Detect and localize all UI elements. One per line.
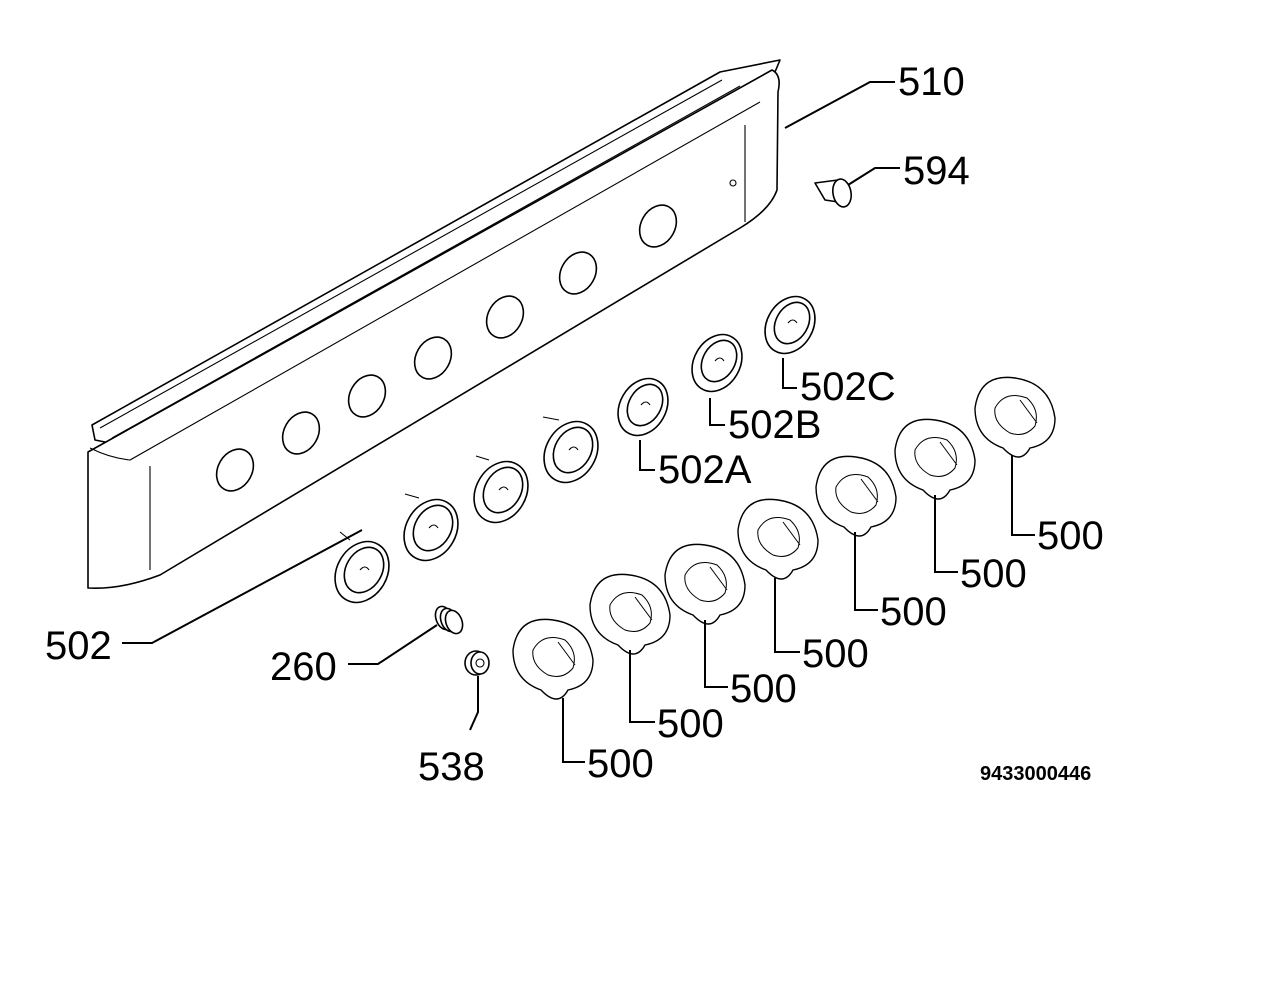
- label-knob-6: 500: [960, 552, 1027, 596]
- bezel-ring-502c: [764, 295, 816, 355]
- label-knob-3: 500: [730, 667, 797, 711]
- knob-4: [737, 498, 819, 580]
- label-502: 502: [45, 624, 112, 668]
- label-502a: 502A: [658, 448, 752, 492]
- bush-part: [464, 650, 490, 676]
- label-538: 538: [418, 745, 485, 789]
- bezel-ring-group-502: [334, 416, 599, 604]
- document-number: 9433000446: [980, 763, 1091, 785]
- knob-5: [815, 455, 897, 537]
- knob-group: [512, 376, 1056, 700]
- label-502c: 502C: [800, 365, 896, 409]
- knob-6: [894, 418, 976, 500]
- label-knob-2: 500: [657, 702, 724, 746]
- label-knob-4: 500: [802, 632, 869, 676]
- knob-7: [974, 376, 1056, 458]
- knob-3: [664, 543, 746, 625]
- spring-part: [434, 605, 464, 635]
- label-594: 594: [903, 149, 970, 193]
- label-502b: 502B: [728, 403, 821, 447]
- label-260: 260: [270, 645, 337, 689]
- indicator-lens: [814, 178, 852, 208]
- label-knob-1: 500: [587, 742, 654, 786]
- label-knob-7: 500: [1037, 514, 1104, 558]
- knob-1: [512, 618, 594, 700]
- control-panel: [87, 59, 781, 590]
- leader-lines: [122, 81, 1035, 763]
- bezel-ring-502b: [691, 333, 743, 393]
- label-knob-5: 500: [880, 590, 947, 634]
- knob-2: [589, 573, 671, 655]
- label-510: 510: [898, 60, 965, 104]
- bezel-ring-502a: [617, 377, 669, 437]
